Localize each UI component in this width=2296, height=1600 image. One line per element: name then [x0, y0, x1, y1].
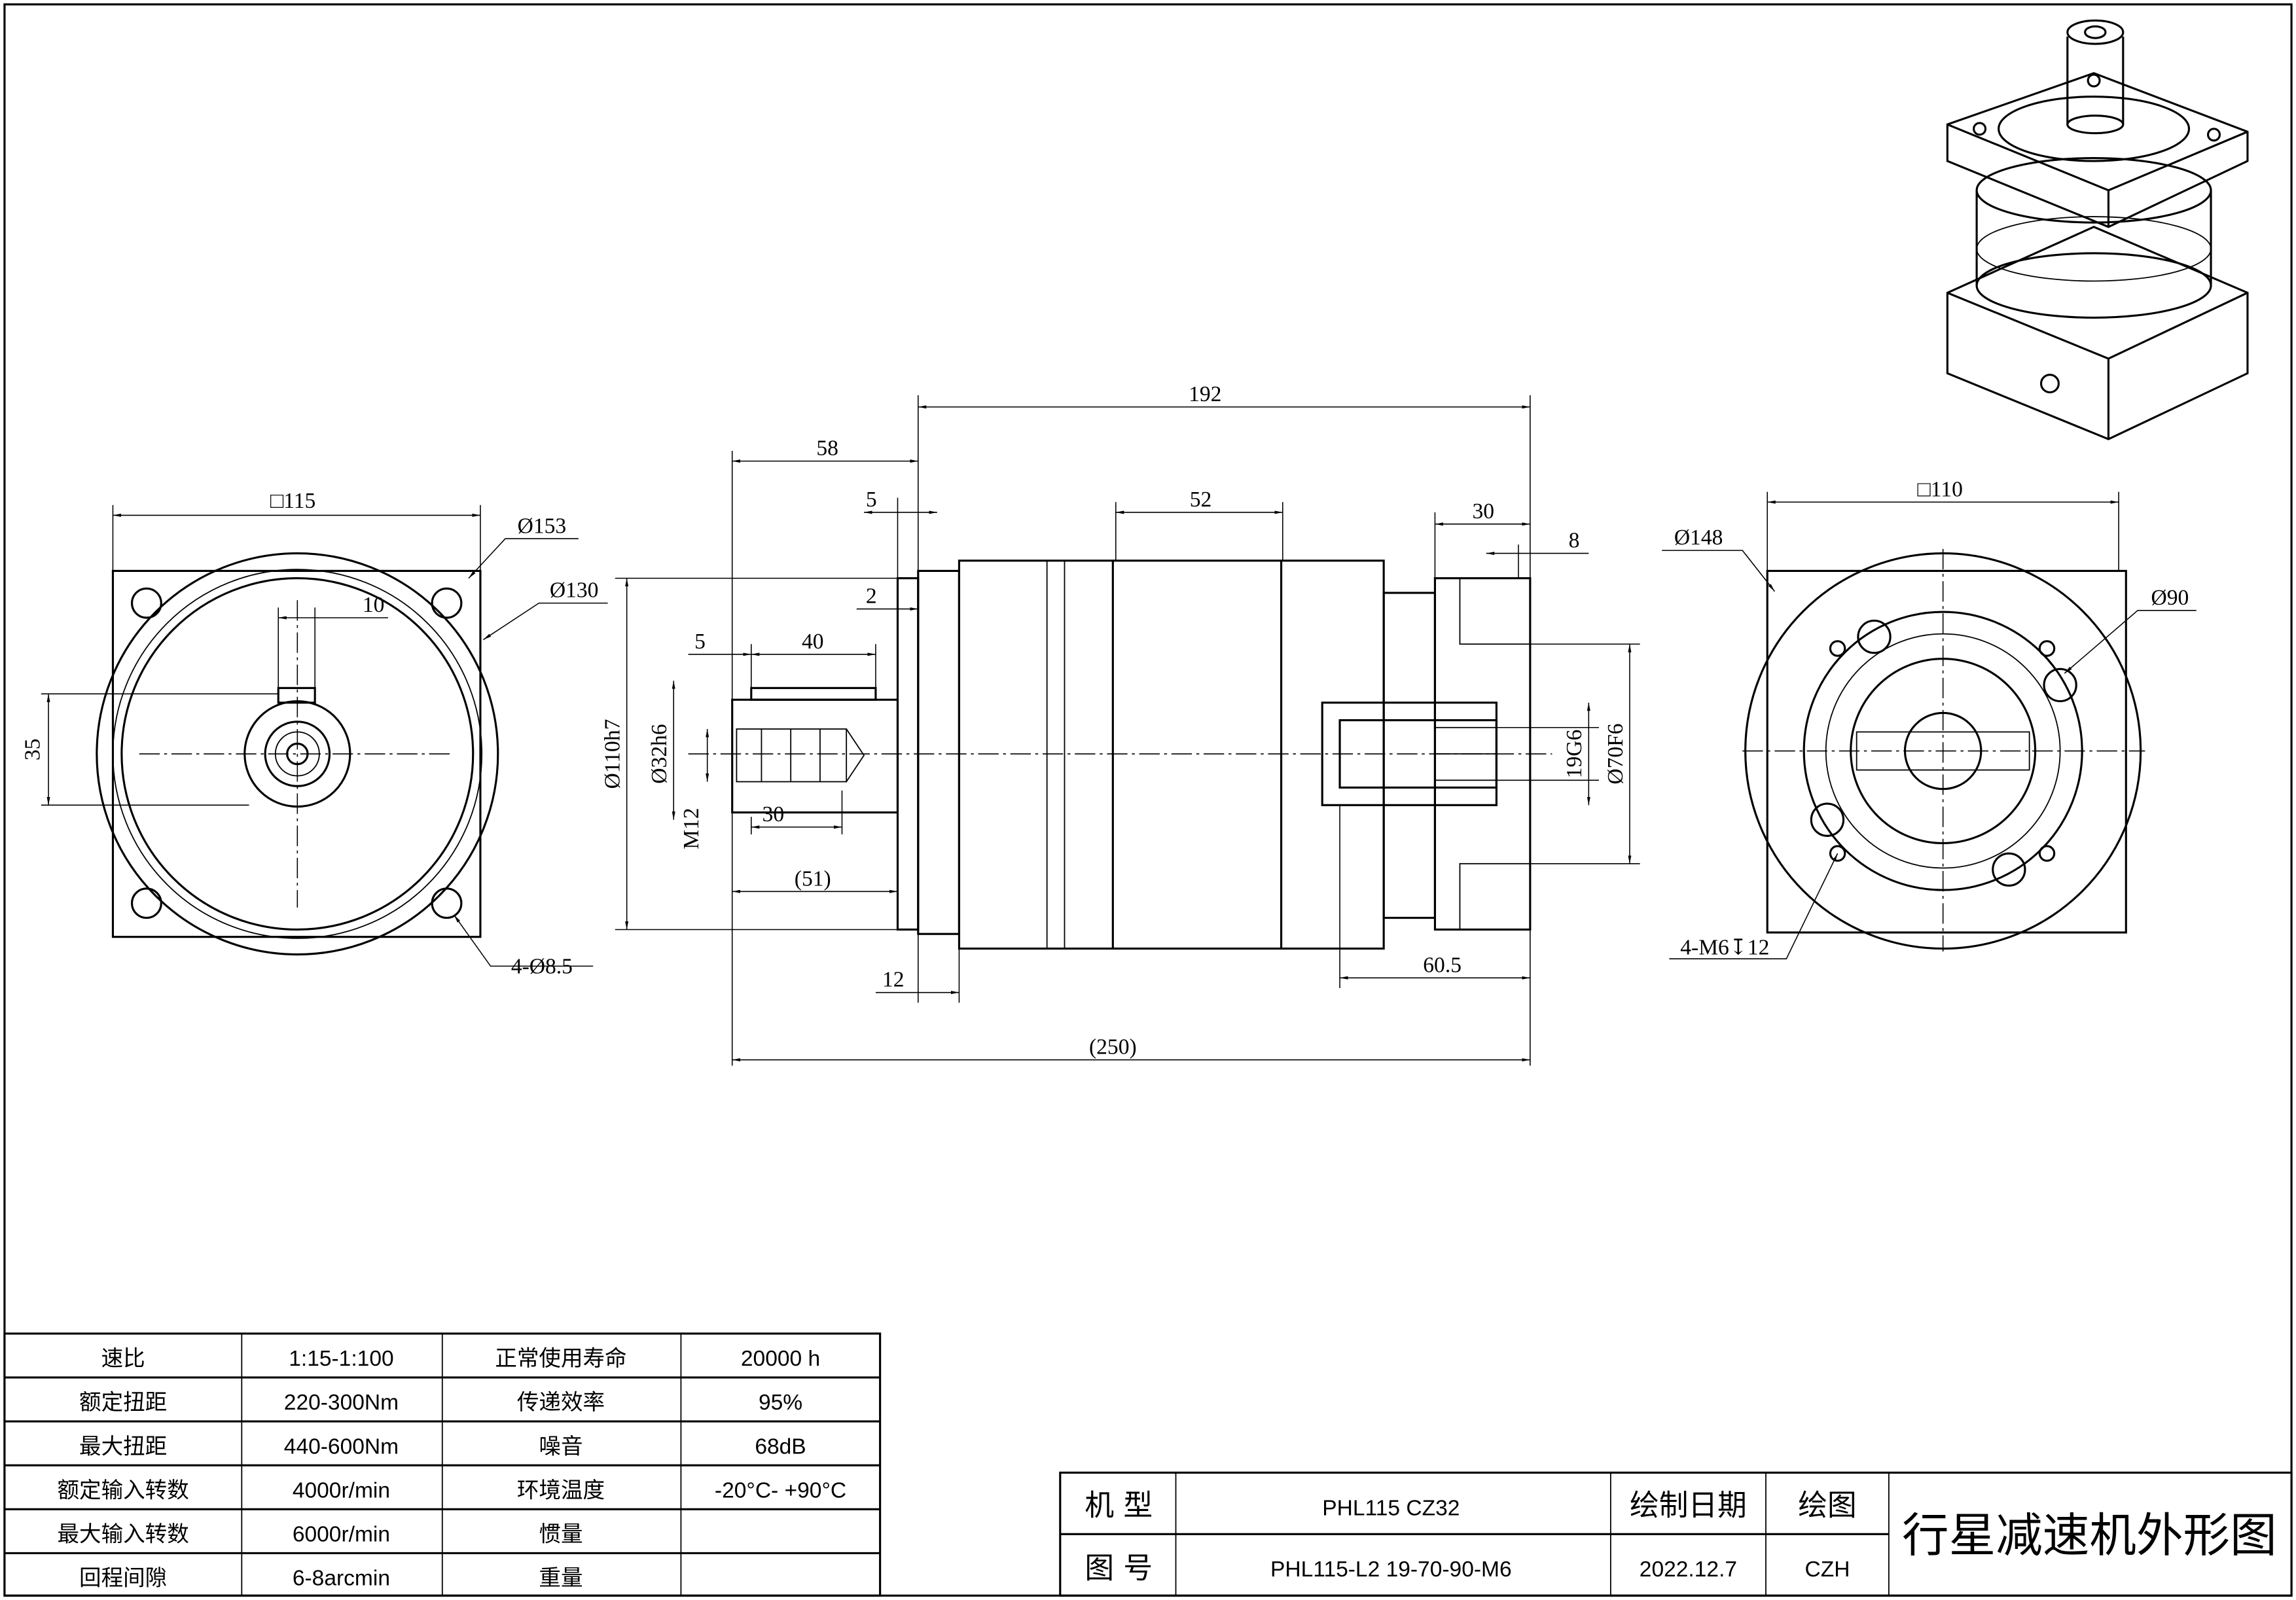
- spec-label: 速比: [101, 1347, 145, 1371]
- spec-label: 环境温度: [517, 1478, 605, 1502]
- spec-value: 440-600Nm: [284, 1434, 399, 1459]
- front-view: □115 Ø153 Ø130 10 35 4-Ø8.5: [21, 489, 608, 979]
- dim-4-m6: 4-M6↧12: [1680, 935, 1769, 959]
- dim-52: 52: [1190, 488, 1212, 512]
- dim-d153: Ø153: [518, 514, 567, 538]
- spec-label: 重量: [539, 1567, 583, 1591]
- spec-table: 速比 1:15-1:100 正常使用寿命 20000 h 额定扭距 220-30…: [3, 1332, 882, 1597]
- spec-label: 噪音: [539, 1434, 583, 1459]
- date-value: 2022.12.7: [1640, 1557, 1737, 1582]
- dim-51: (51): [795, 866, 831, 891]
- dim-8: 8: [1569, 529, 1580, 553]
- spec-value: 6000r/min: [293, 1523, 390, 1547]
- dim-192: 192: [1189, 382, 1221, 406]
- spec-label: 最大扭距: [79, 1434, 167, 1459]
- spec-label: 惯量: [539, 1522, 583, 1547]
- dim-key-10: 10: [363, 593, 385, 617]
- dim-m12: M12: [679, 808, 704, 849]
- spec-value: 20000 h: [741, 1347, 820, 1371]
- dim-40: 40: [802, 630, 824, 654]
- dim-d110h7: Ø110h7: [600, 719, 624, 789]
- dim-square-115: □115: [270, 489, 315, 513]
- dim-58: 58: [816, 436, 838, 461]
- spec-label: 额定输入转数: [57, 1478, 188, 1502]
- dim-d70f6: Ø70F6: [1604, 723, 1628, 784]
- title-block: 机 型 PHL115 CZ32 图 号 PHL115-L2 19-70-90-M…: [1059, 1471, 2293, 1597]
- dim-d32h6: Ø32h6: [647, 724, 672, 783]
- isometric-view: [1946, 19, 2249, 440]
- spec-label: 最大输入转数: [57, 1522, 188, 1547]
- dim-60-5: 60.5: [1423, 953, 1462, 977]
- drawing-no-label: 图 号: [1085, 1550, 1153, 1585]
- dim-30-output: 30: [1472, 499, 1494, 524]
- spec-value: 95%: [759, 1391, 802, 1415]
- spec-value: 1:15-1:100: [289, 1347, 393, 1371]
- spec-value: -20°C- +90°C: [715, 1478, 846, 1502]
- spec-label: 正常使用寿命: [495, 1346, 626, 1371]
- mounting-holes: [130, 587, 463, 919]
- spec-label: 回程间隙: [79, 1567, 167, 1591]
- spec-label: 传递效率: [517, 1390, 605, 1415]
- model-label: 机 型: [1085, 1487, 1153, 1522]
- spec-label: 额定扭距: [79, 1390, 167, 1415]
- dim-d148: Ø148: [1674, 525, 1723, 550]
- dim-30-thread: 30: [762, 802, 785, 827]
- dim-5-flange: 5: [866, 488, 877, 512]
- date-label: 绘制日期: [1630, 1487, 1747, 1522]
- spec-value: 220-300Nm: [284, 1391, 399, 1415]
- dim-d130: Ø130: [550, 578, 599, 603]
- drawer-label: 绘图: [1798, 1487, 1856, 1522]
- dim-250: (250): [1089, 1035, 1137, 1059]
- dim-square-110: □110: [1918, 477, 1963, 501]
- side-view: 192 58 5 52 30 8 2 Ø110h7 5 40 Ø32h6 M12…: [600, 382, 1640, 1066]
- drawing-title: 行星减速机外形图: [1902, 1508, 2277, 1563]
- rear-view: □110 Ø148 Ø90 4-M6↧12: [1662, 477, 2197, 959]
- drawing-no-value: PHL115-L2 19-70-90-M6: [1270, 1557, 1512, 1582]
- spec-value: 68dB: [755, 1434, 806, 1459]
- dim-2: 2: [866, 584, 877, 609]
- dim-12: 12: [882, 968, 905, 992]
- dim-35: 35: [21, 739, 45, 761]
- dim-5-key: 5: [694, 630, 706, 654]
- drawer-value: CZH: [1804, 1557, 1850, 1582]
- dim-d90: Ø90: [2151, 586, 2189, 610]
- spec-value: 6-8arcmin: [293, 1567, 390, 1591]
- spec-value: 4000r/min: [293, 1478, 390, 1502]
- model-value: PHL115 CZ32: [1322, 1496, 1460, 1520]
- dim-19g6: 19G6: [1562, 730, 1587, 779]
- dim-4-d8-5: 4-Ø8.5: [511, 955, 573, 979]
